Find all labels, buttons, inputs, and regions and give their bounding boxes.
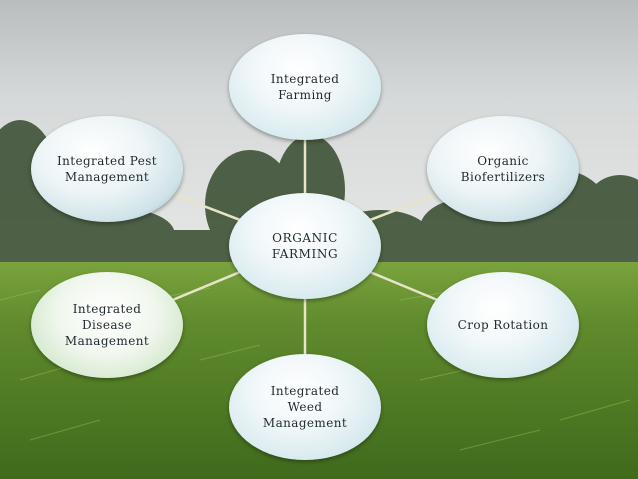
- node-organic-biofertilizers: Organic Biofertilizers: [427, 116, 579, 222]
- node-integrated-weed-management: Integrated Weed Management: [229, 354, 381, 460]
- node-label: Integrated Weed Management: [262, 384, 348, 430]
- center-label: ORGANIC FARMING: [271, 231, 339, 261]
- node-label: Organic Biofertilizers: [460, 154, 546, 184]
- node-label: Integrated Disease Management: [64, 302, 150, 348]
- node-label: Integrated Pest Management: [56, 154, 157, 184]
- node-integrated-pest-management: Integrated Pest Management: [31, 116, 183, 222]
- node-label: Crop Rotation: [457, 318, 549, 332]
- node-label: Integrated Farming: [270, 72, 340, 102]
- node-integrated-disease-management: Integrated Disease Management: [31, 272, 183, 378]
- node-organic-farming: ORGANIC FARMING: [229, 193, 381, 299]
- node-crop-rotation: Crop Rotation: [427, 272, 579, 378]
- node-integrated-farming: Integrated Farming: [229, 34, 381, 140]
